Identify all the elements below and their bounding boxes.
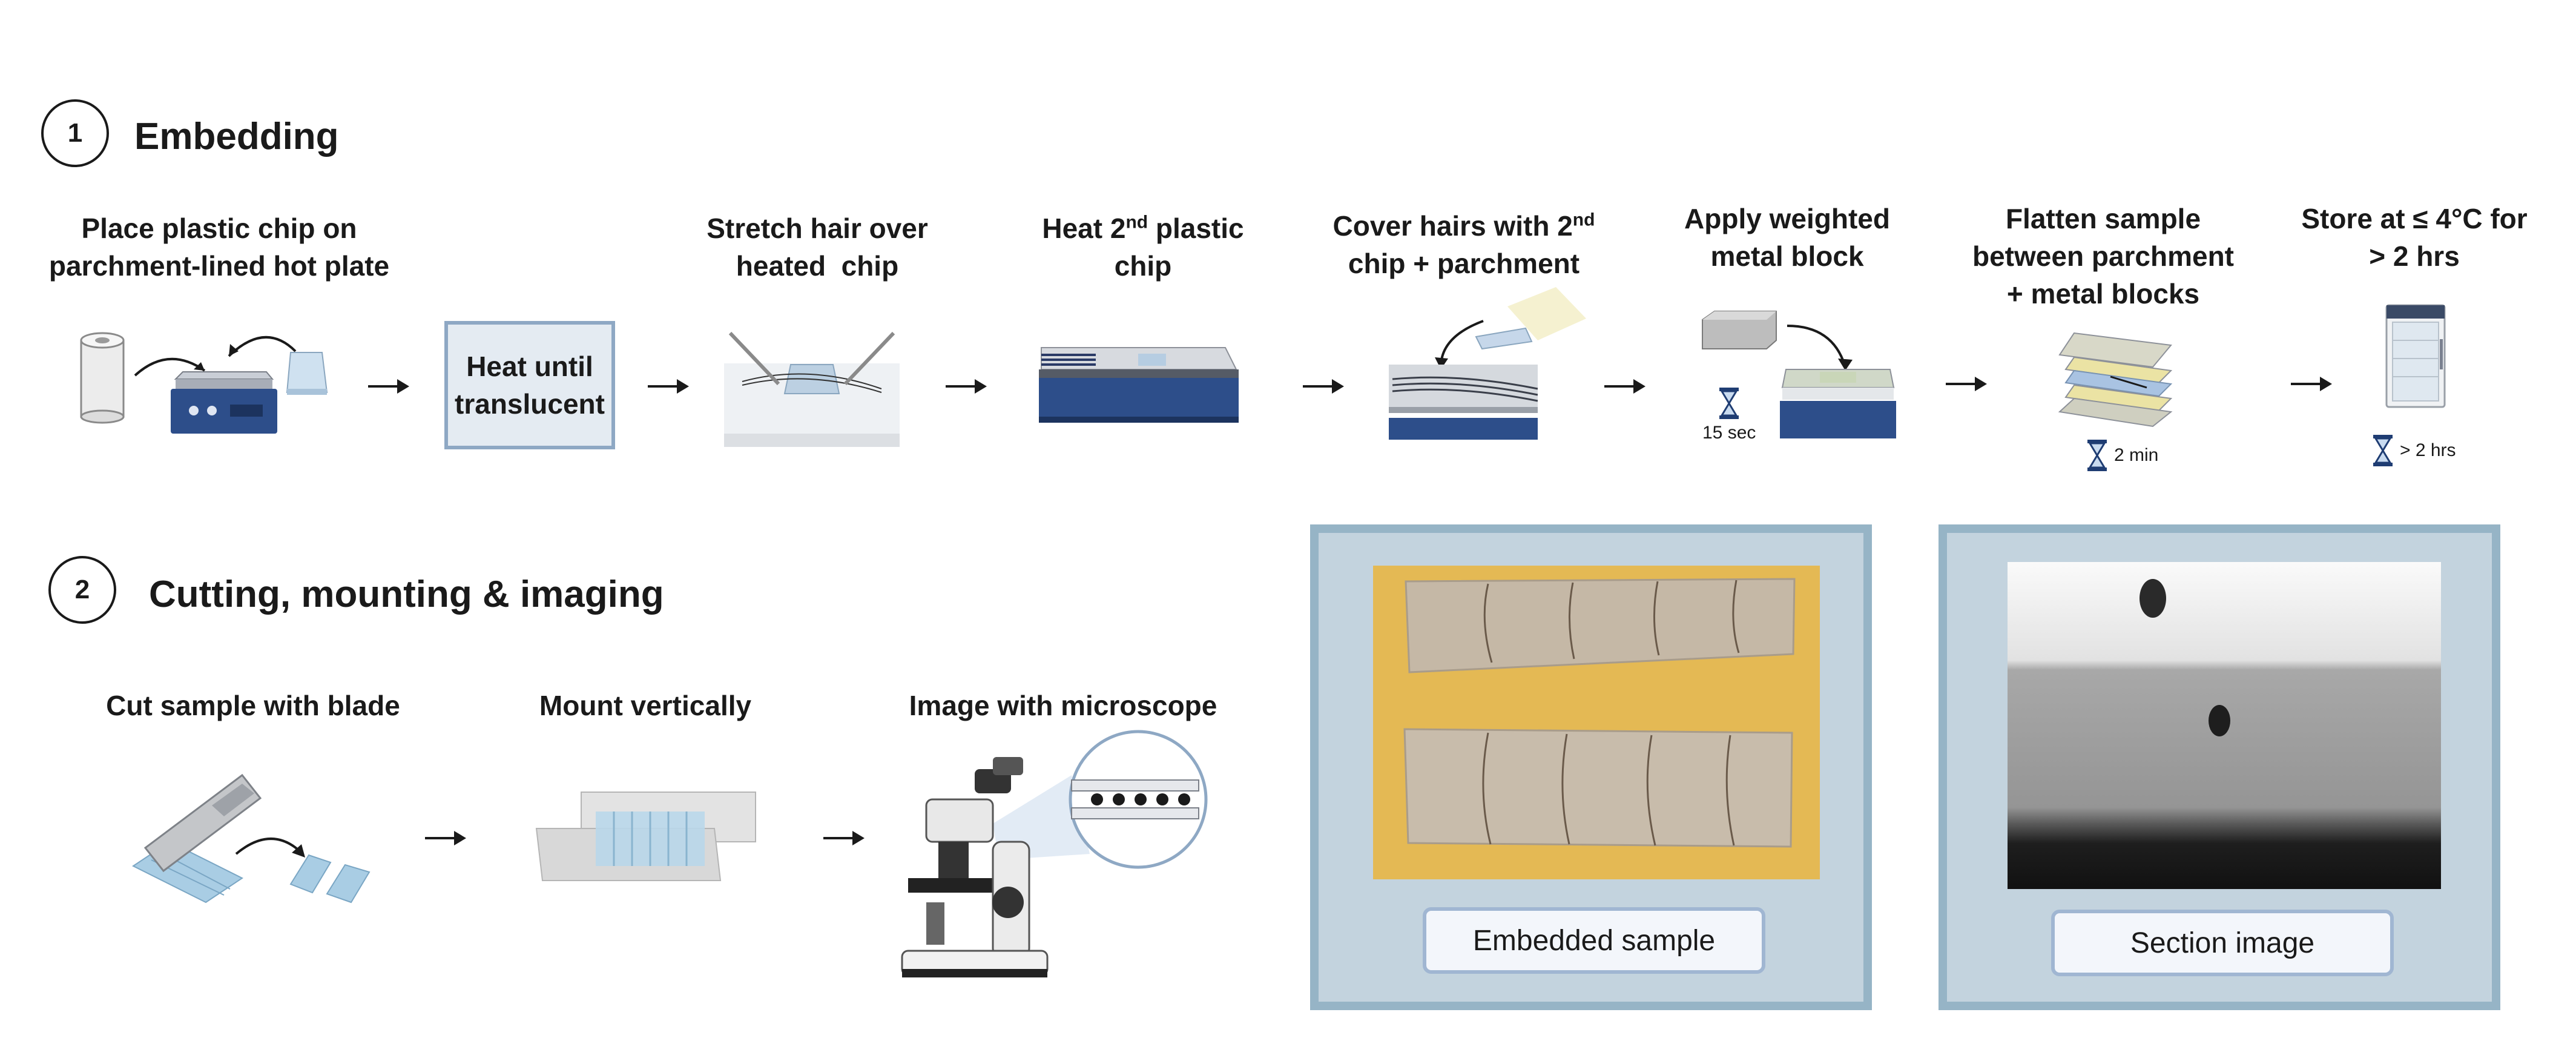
heat-second-chip-illustration	[1039, 347, 1239, 423]
flow-arrow-4	[1303, 379, 1344, 394]
hourglass-icon	[1719, 388, 1739, 419]
step-stretch-hair-label: Stretch hair over heated chip	[707, 213, 928, 282]
curved-arrow-icon	[134, 357, 206, 377]
embedded-sample-caption: Embedded sample	[1423, 907, 1765, 974]
cover-hairs-text-b: chip + parchment	[1348, 248, 1580, 279]
plastic-chip-icon	[286, 352, 328, 395]
embedded-sample-panel: Embedded sample	[1310, 524, 1872, 1010]
microscope-icon	[901, 730, 1208, 977]
section-1-number: 1	[41, 99, 109, 167]
timer-2-min-text: 2 min	[2114, 445, 2159, 465]
timer-2-hrs: > 2 hrs	[2372, 434, 2456, 468]
tweezers-icon	[728, 331, 780, 386]
hourglass-icon	[2087, 440, 2107, 471]
section-2-title: Cutting, mounting & imaging	[149, 574, 664, 615]
timer-2-hrs-text: > 2 hrs	[2400, 440, 2456, 460]
timer-15-sec: 15 sec	[1702, 386, 1756, 443]
cover-hairs-illustration	[1389, 287, 1586, 440]
embedded-sample-photo	[1373, 566, 1820, 879]
flatten-stack-illustration	[2058, 332, 2173, 428]
flow-arrow-9	[823, 831, 865, 845]
weighted-hotplate-illustration	[1780, 369, 1896, 438]
paper-roll-icon	[80, 332, 125, 424]
section-image-caption: Section image	[2051, 910, 2394, 976]
flow-arrow-2	[648, 379, 689, 394]
heat-chip-text-a: Heat 2	[1042, 213, 1126, 244]
mount-vertically-illustration	[535, 792, 756, 881]
section-image-photo	[2008, 562, 2441, 889]
section-image-panel: Section image	[1939, 524, 2500, 1010]
flow-arrow-5	[1604, 379, 1645, 394]
flow-arrow-7	[2291, 377, 2332, 391]
heat-chip-text-b: plastic chip	[1114, 213, 1244, 282]
timer-15-sec-text: 15 sec	[1702, 423, 1756, 443]
step-heat-chip-label: Heat 2nd plastic chip	[1042, 210, 1244, 285]
hot-plate-icon	[171, 371, 277, 434]
step-cut-label: Cut sample with blade	[106, 690, 400, 721]
cover-hairs-sup: nd	[1572, 210, 1595, 230]
heat-until-translucent-box: Heat until translucent	[444, 321, 615, 449]
section-1-title: Embedding	[134, 116, 339, 157]
step-place-chip-label: Place plastic chip on parchment-lined ho…	[48, 213, 390, 282]
step-image-label: Image with microscope	[909, 690, 1217, 721]
curved-arrow-back-icon	[228, 336, 297, 357]
heat-chip-sup: nd	[1125, 212, 1148, 233]
step-cover-hairs-label: Cover hairs with 2nd chip + parchment	[1333, 207, 1595, 282]
step-flatten-label: Flatten sample between parchment + metal…	[1972, 203, 2234, 309]
step-weighted-block-label: Apply weighted metal block	[1684, 203, 1890, 272]
flow-arrow-1	[368, 379, 409, 394]
refrigerator-icon	[2385, 304, 2446, 408]
razor-blade-icon	[132, 773, 371, 904]
stretch-hair-illustration	[724, 331, 900, 447]
metal-block-icon	[1702, 311, 1777, 349]
cover-hairs-text-a: Cover hairs with 2	[1332, 210, 1573, 242]
flow-arrow-6	[1946, 377, 1987, 391]
step-store-label: Store at ≤ 4°C for > 2 hrs	[2301, 203, 2528, 272]
flow-arrow-3	[946, 379, 987, 394]
section-2-number: 2	[48, 556, 116, 624]
hourglass-icon	[2373, 435, 2393, 466]
timer-2-min: 2 min	[2086, 438, 2158, 472]
curved-arrow-down-icon	[1787, 325, 1853, 371]
step-mount-label: Mount vertically	[539, 690, 752, 721]
flow-arrow-8	[425, 831, 466, 845]
